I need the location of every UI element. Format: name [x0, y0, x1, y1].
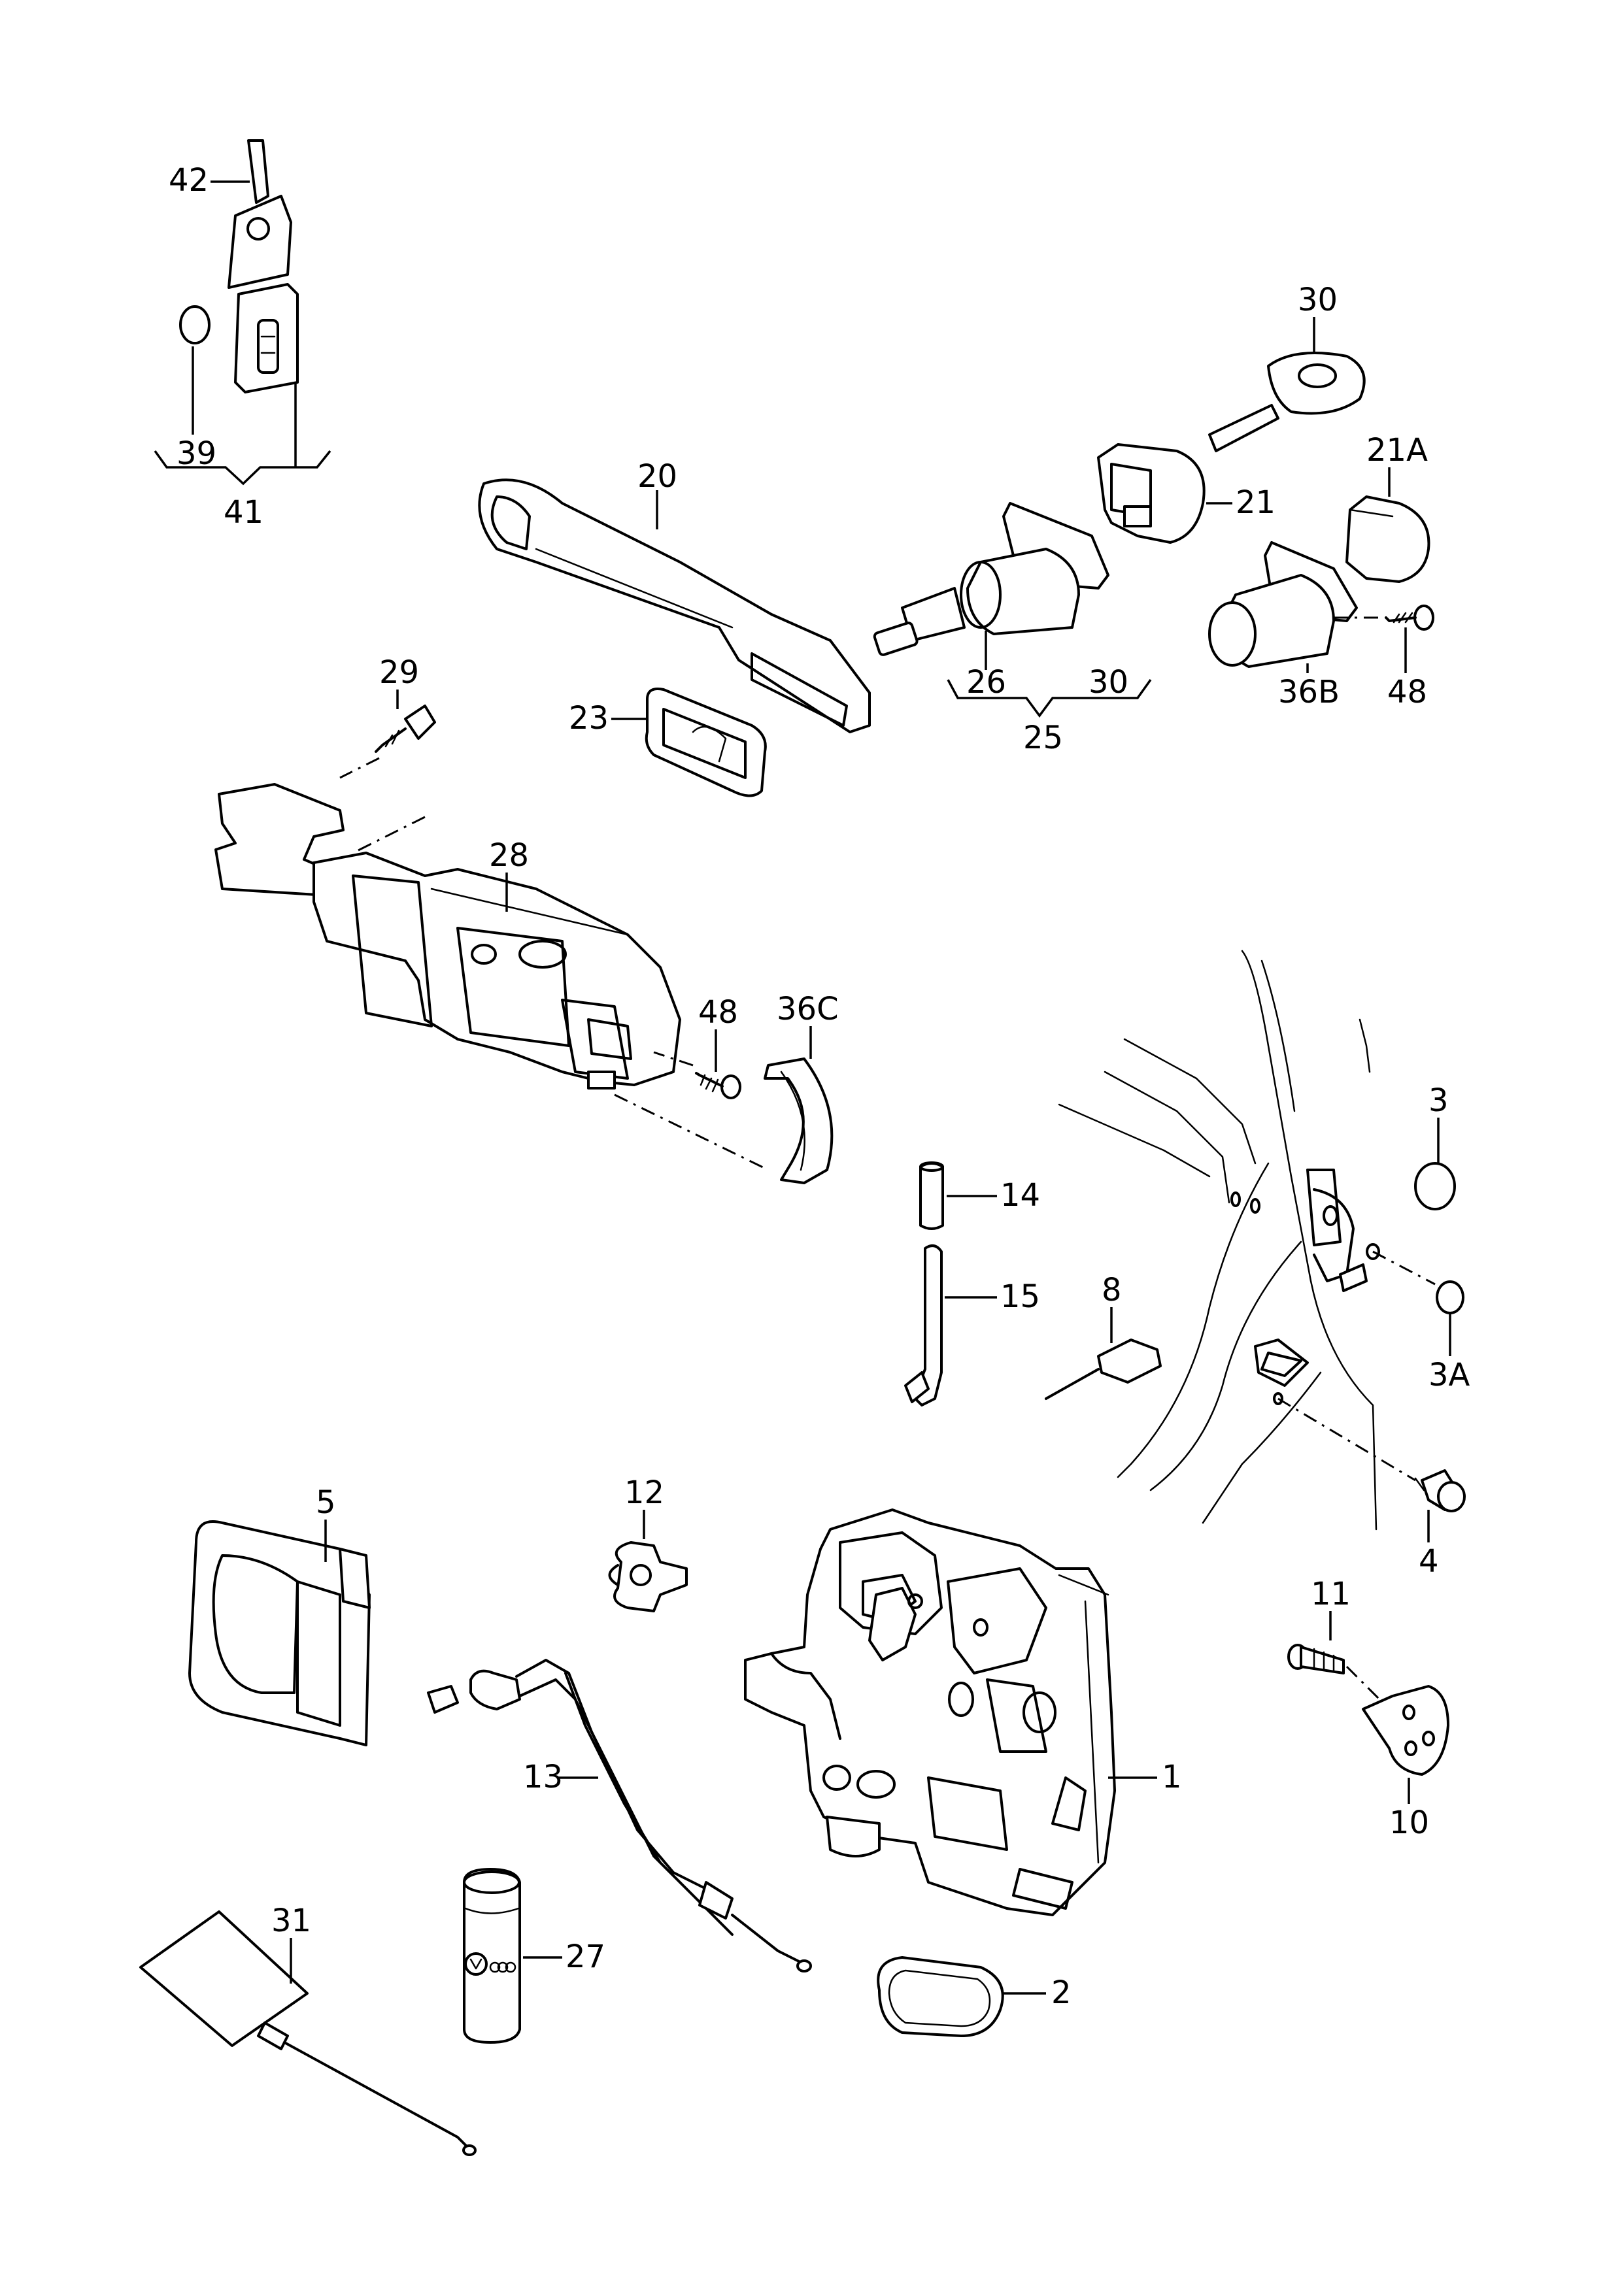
- part-20-outer-door-handle: [478, 478, 871, 733]
- callout-13: 13: [523, 1759, 563, 1795]
- part-21A-cap: [1345, 495, 1430, 583]
- part-27-grease-spray-can: [463, 1868, 521, 2044]
- callout-30-key: 30: [1298, 282, 1338, 318]
- callout-27: 27: [566, 1938, 605, 1975]
- callout-36B: 36B: [1278, 674, 1340, 710]
- callout-31: 31: [271, 1903, 311, 1939]
- part-36C-retaining-clip: [764, 1057, 834, 1184]
- part-10-striker-plate: [1362, 1685, 1449, 1776]
- part-48-screw-bracket: [695, 1072, 741, 1099]
- part-2-lock-cover-seal: [877, 1956, 1004, 2037]
- part-39-battery: [179, 305, 211, 344]
- callout-12: 12: [624, 1474, 664, 1511]
- callout-4: 4: [1419, 1543, 1439, 1580]
- part-5-interior-handle: [188, 1520, 371, 1746]
- part-15-operating-rod: [904, 1244, 943, 1406]
- callout-3A: 3A: [1428, 1357, 1470, 1393]
- callout-29: 29: [379, 654, 419, 691]
- callout-15: 15: [1000, 1278, 1040, 1315]
- callout-1: 1: [1162, 1759, 1182, 1795]
- callout-48-top: 48: [1387, 674, 1427, 710]
- callout-41: 41: [224, 494, 263, 531]
- part-23-handle-gasket: [645, 688, 767, 797]
- callout-28: 28: [489, 837, 529, 874]
- callout-21: 21: [1236, 484, 1276, 521]
- part-41-remote-fob: [234, 283, 299, 393]
- callout-20: 20: [637, 458, 677, 495]
- callout-30-cylinder: 30: [1089, 664, 1128, 701]
- part-26-lock-cylinder: [873, 502, 1109, 656]
- part-8-connector: [1045, 1339, 1162, 1400]
- callout-21A: 21A: [1366, 432, 1428, 469]
- part-21-lock-cap: [1097, 443, 1206, 544]
- door-frame-context: [1058, 950, 1380, 1531]
- part-4-bolt: [1414, 1469, 1466, 1512]
- callout-26: 26: [966, 664, 1006, 701]
- callout-11: 11: [1311, 1576, 1351, 1612]
- callout-14: 14: [1000, 1177, 1040, 1214]
- callout-3: 3: [1428, 1082, 1449, 1119]
- part-13-release-cable: [427, 1659, 812, 1972]
- part-48-screw: [1385, 605, 1434, 631]
- callout-10: 10: [1389, 1805, 1429, 1841]
- part-3A-plug: [1436, 1280, 1464, 1314]
- callout-23: 23: [569, 700, 609, 737]
- part-1-door-lock-mechanism: [744, 1508, 1116, 1916]
- callout-48-bracket: 48: [698, 994, 738, 1031]
- part-36B-lock-cylinder-housing: [1208, 541, 1358, 668]
- part-29-screw: [375, 705, 436, 753]
- part-12-cable-clip: [608, 1541, 688, 1612]
- callout-42: 42: [169, 162, 209, 199]
- part-11-screw: [1287, 1644, 1345, 1674]
- callout-5: 5: [316, 1484, 336, 1521]
- part-14-pin: [919, 1161, 944, 1230]
- part-28-handle-bracket-carrier: [214, 783, 681, 1090]
- part-31-label-tag: [139, 1910, 477, 2156]
- part-30-key: [1208, 352, 1366, 452]
- part-42-key-blade: [228, 139, 292, 289]
- callout-39: 39: [177, 435, 216, 472]
- callout-8: 8: [1102, 1272, 1122, 1308]
- callout-25: 25: [1023, 720, 1063, 756]
- callout-36C: 36C: [777, 991, 839, 1027]
- part-3-plug: [1414, 1162, 1456, 1210]
- callout-2: 2: [1051, 1974, 1072, 2011]
